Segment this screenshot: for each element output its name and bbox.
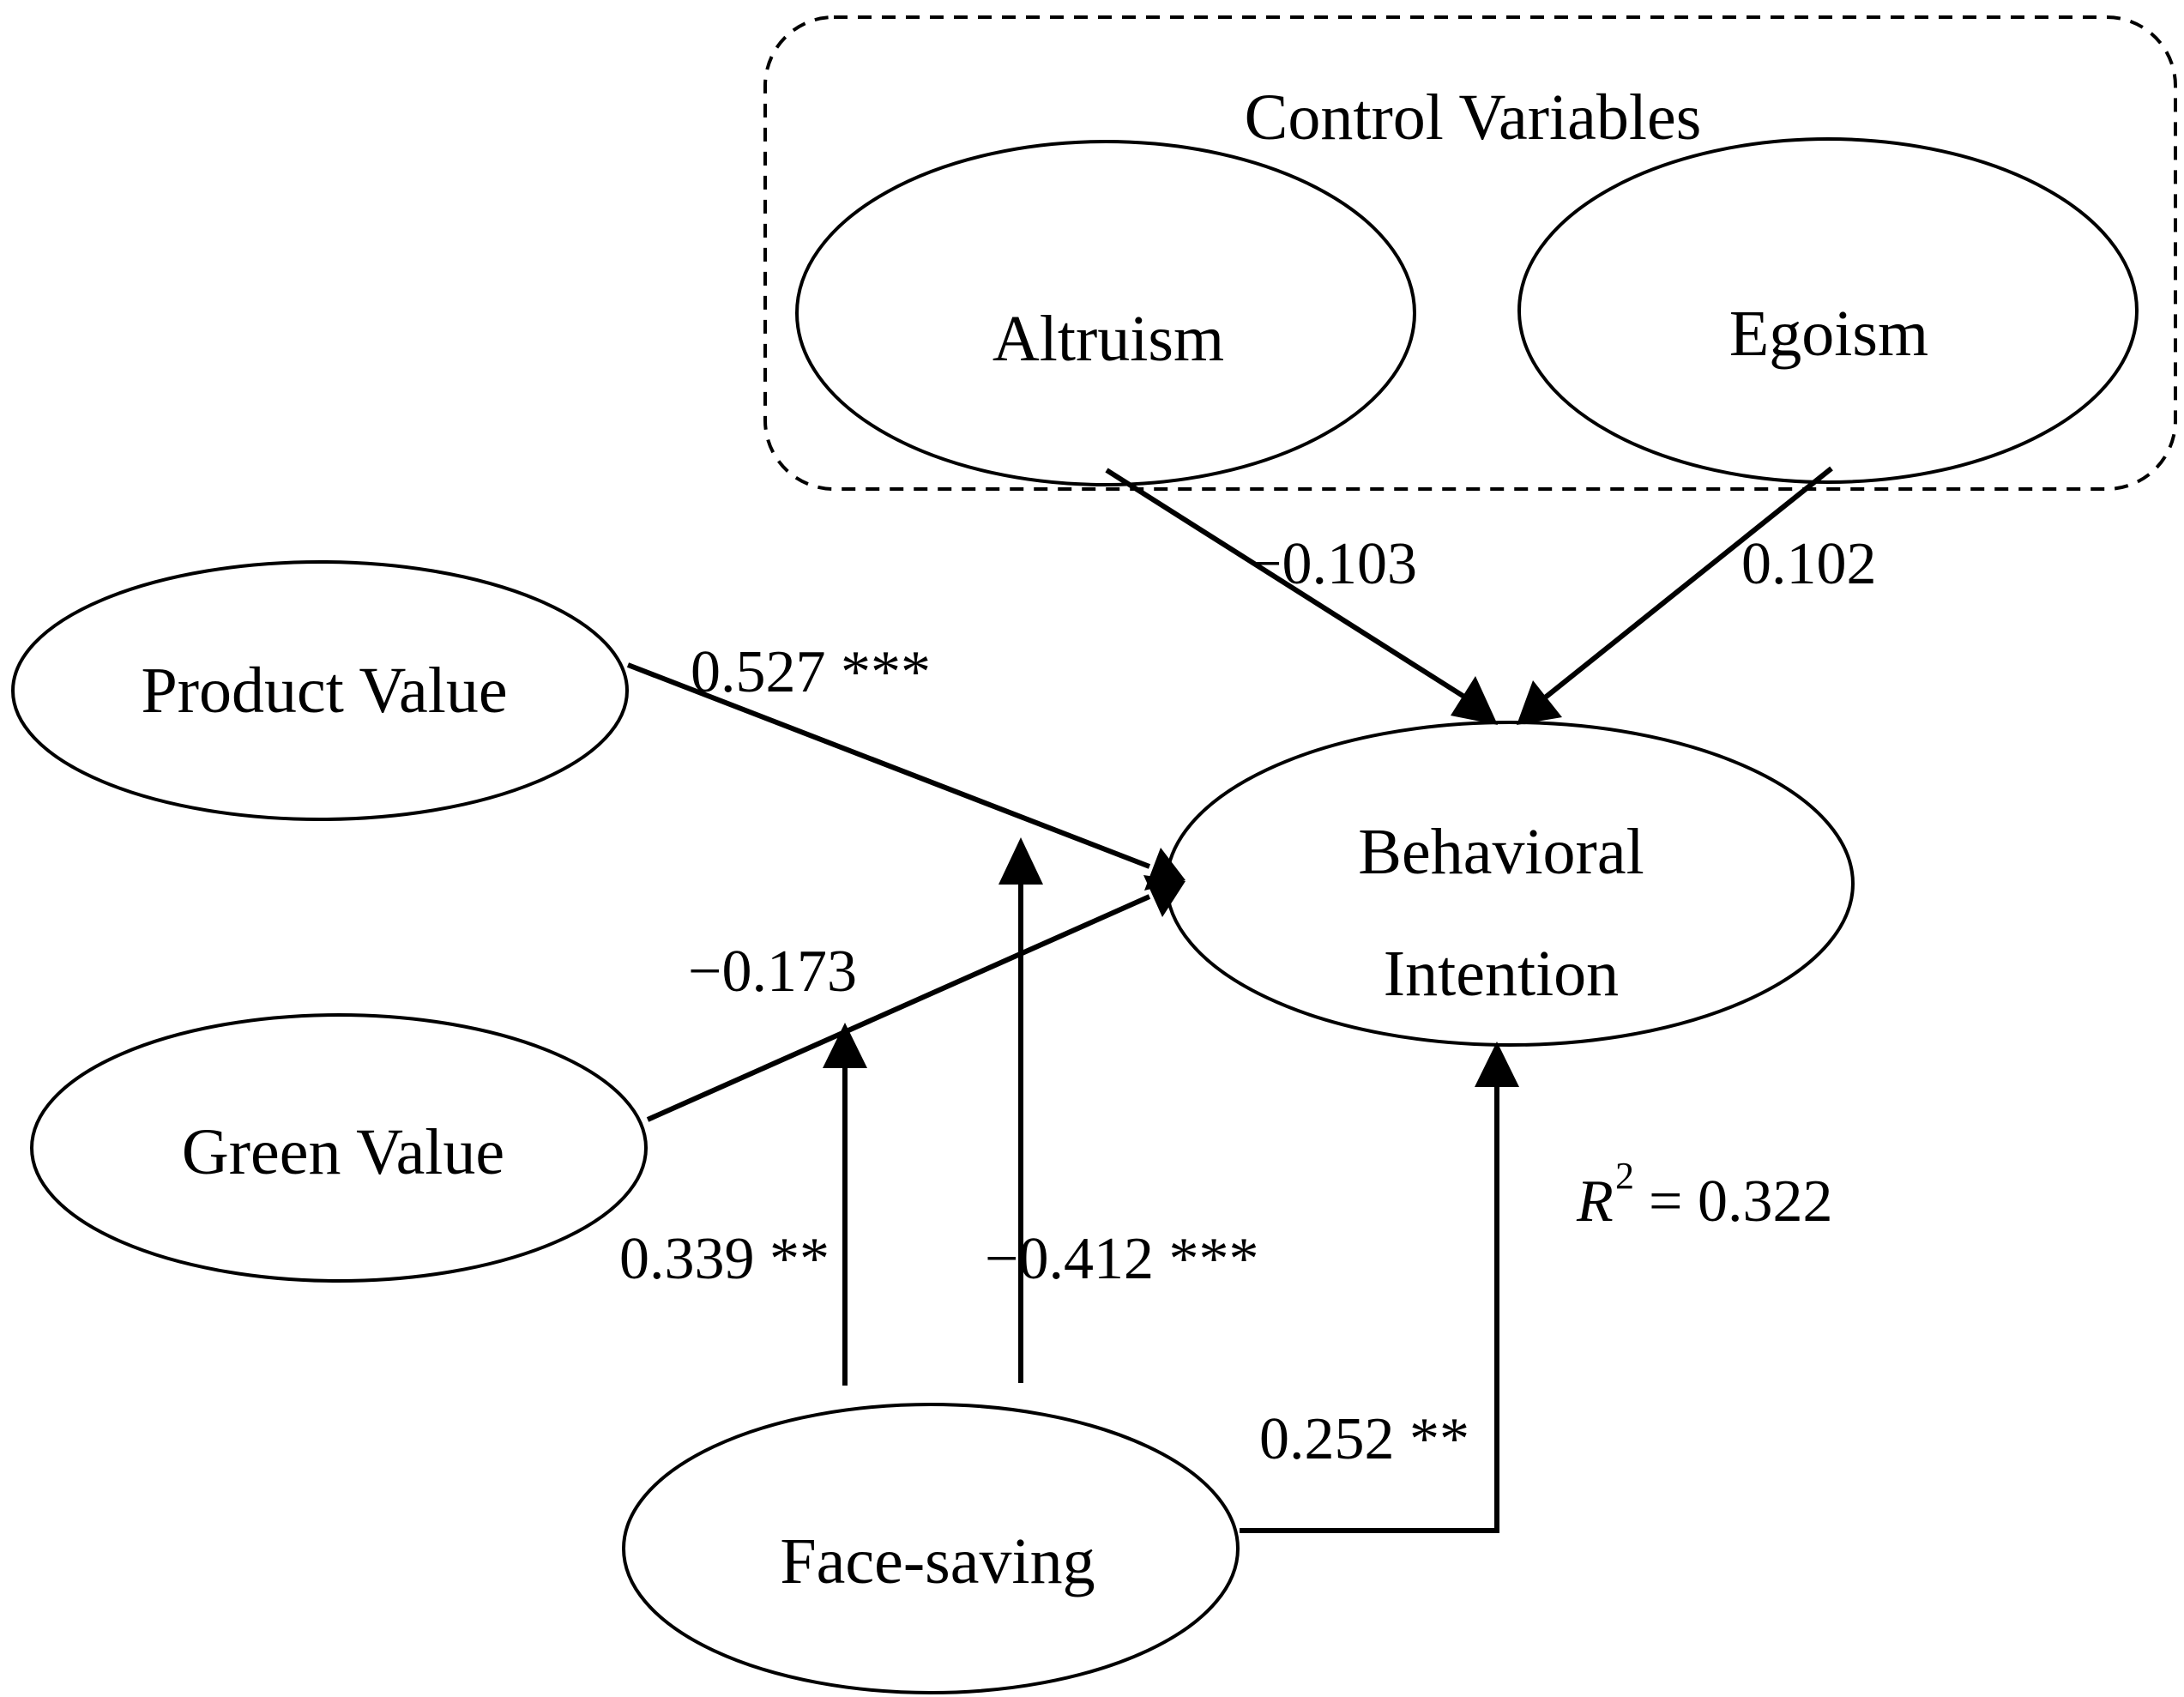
green-value-to-bi-arrow bbox=[646, 875, 1186, 1122]
face-saving-label: Face-saving bbox=[780, 1525, 1095, 1597]
product-value-node bbox=[11, 560, 629, 821]
behavioral-intention-label-line2: Intention bbox=[1384, 938, 1619, 1010]
green-value-to-bi-coefficient: −0.173 bbox=[688, 939, 857, 1005]
r-squared-label: R 2 = 0.322 bbox=[1576, 1155, 1832, 1235]
r-squared-superscript: 2 bbox=[1615, 1155, 1634, 1197]
face-saving-moderates-product-arrow bbox=[998, 837, 1043, 1383]
face-saving-to-bi-arrow bbox=[1240, 1042, 1519, 1533]
product-value-to-bi-coefficient: 0.527 *** bbox=[691, 639, 931, 705]
egoism-to-bi-arrow bbox=[1517, 466, 1833, 725]
face-saving-node bbox=[622, 1403, 1240, 1694]
face-saving-moderates-green-coefficient: 0.339 ** bbox=[619, 1226, 830, 1292]
control-variables-group bbox=[763, 15, 2177, 491]
behavioral-intention-label-line1: Behavioral bbox=[1358, 816, 1644, 888]
egoism-label: Egoism bbox=[1729, 298, 1928, 370]
altruism-to-bi-arrow bbox=[1105, 468, 1498, 725]
egoism-to-bi-coefficient: 0.102 bbox=[1741, 531, 1877, 597]
face-saving-to-bi-coefficient: 0.252 ** bbox=[1259, 1406, 1469, 1472]
altruism-to-bi-coefficient: −0.103 bbox=[1248, 531, 1417, 597]
green-value-node bbox=[30, 1013, 648, 1283]
r-squared-symbol: R bbox=[1576, 1169, 1614, 1235]
control-variables-title: Control Variables bbox=[1245, 82, 1702, 154]
altruism-label: Altruism bbox=[992, 303, 1224, 375]
egoism-node bbox=[1517, 137, 2139, 484]
product-value-label: Product Value bbox=[141, 655, 507, 727]
green-value-label: Green Value bbox=[182, 1116, 504, 1188]
altruism-node bbox=[795, 140, 1416, 486]
face-saving-moderates-green-arrow bbox=[823, 1023, 867, 1386]
face-saving-moderates-product-coefficient: −0.412 *** bbox=[985, 1226, 1258, 1292]
r-squared-value: = 0.322 bbox=[1649, 1169, 1832, 1235]
